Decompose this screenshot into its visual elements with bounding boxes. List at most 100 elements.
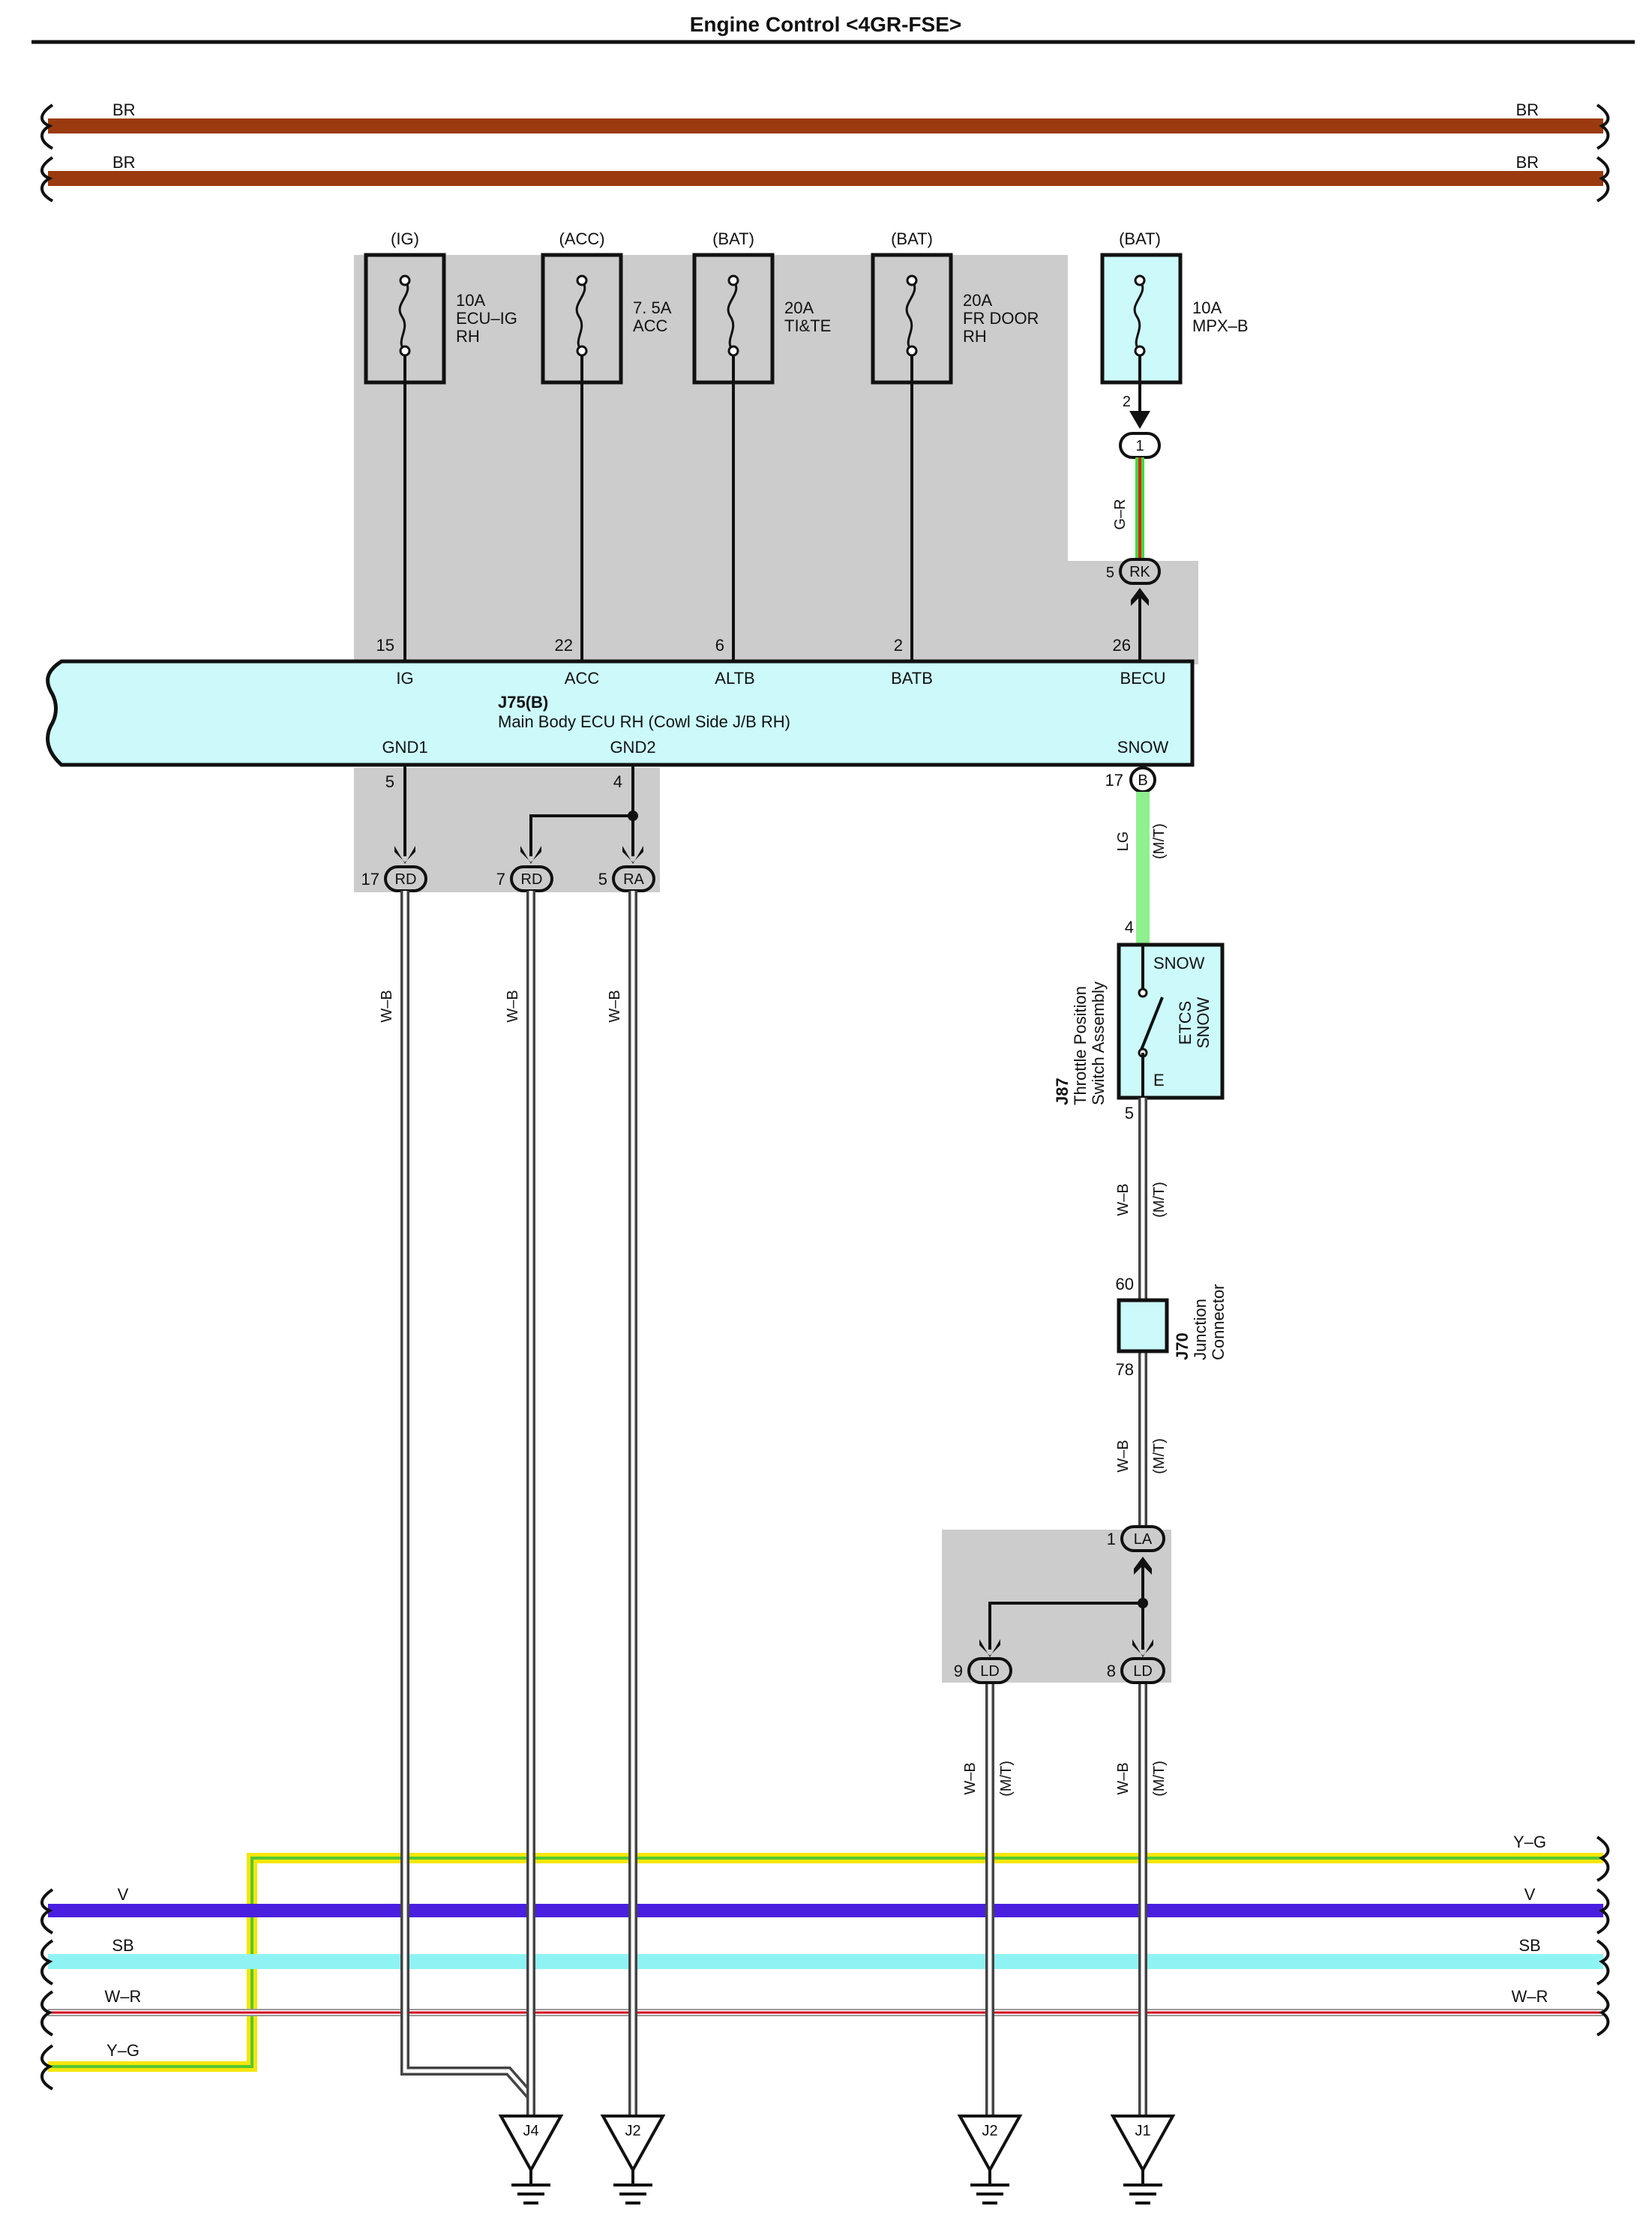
br1-right-label: BR <box>1516 100 1539 119</box>
br2-right-label: BR <box>1516 153 1539 172</box>
ground-j2-right: J2 <box>957 2115 1023 2205</box>
wire-label-lg: LG <box>1115 832 1132 852</box>
wire-label-mt: (M/T) <box>998 1761 1015 1797</box>
sb-left-label: SB <box>112 1936 133 1955</box>
fuse-ti-te: (BAT) 20A TI&TE <box>692 229 831 385</box>
connector-name: LA <box>1134 1531 1153 1548</box>
connector-la <box>1120 1525 1165 1552</box>
bottom-buses: V SB W–R Y–G Y–G V SB W–R <box>40 1833 1610 2091</box>
wire-label-wb: W–B <box>505 990 521 1022</box>
switch-pin-top: 4 <box>1125 918 1134 937</box>
page-title: Engine Control <4GR-FSE> <box>690 13 961 36</box>
wb-wires-left <box>400 891 637 2116</box>
wire-label-wb: W–B <box>379 990 395 1022</box>
ground-label: J2 <box>982 2123 997 2139</box>
sb-right-label: SB <box>1519 1936 1540 1955</box>
br-wires: BR BR BR BR <box>40 100 1610 202</box>
connector-pin: 7 <box>496 870 505 889</box>
junction-pin-top: 60 <box>1116 1275 1134 1293</box>
wire-label-mt: (M/T) <box>1151 1182 1168 1218</box>
shaded-junction-block <box>354 255 1198 1683</box>
ecu-pin-num: 4 <box>613 772 622 791</box>
mpx-b-circuit: 2 1 G–R RK 5 <box>1106 355 1161 661</box>
ecu-pin-label: ACC <box>565 669 600 688</box>
connector-pin: 5 <box>1106 565 1114 581</box>
fuse-source: (BAT) <box>712 229 754 248</box>
switch-name-2: Switch Assembly <box>1089 982 1108 1105</box>
connector-pin: 9 <box>954 1662 963 1680</box>
wire-label-gr: G–R <box>1112 499 1129 529</box>
connector-pin: 5 <box>598 870 607 889</box>
wire-label-mt: (M/T) <box>1151 1438 1168 1474</box>
br2-left-label: BR <box>112 153 136 172</box>
ecu-pin-num: 26 <box>1113 636 1131 655</box>
fuse-name: FR DOOR <box>963 309 1039 328</box>
snow-circuit: B 17 LG (M/T) 4 <box>1105 765 1168 943</box>
ground-label: J1 <box>1135 2123 1150 2139</box>
v-left-label: V <box>118 1885 129 1904</box>
ecu-pin-label: BATB <box>891 669 933 688</box>
connector-rk <box>1119 558 1161 585</box>
switch-inner-2: SNOW <box>1194 997 1213 1049</box>
ecu-pin-label: GND1 <box>382 738 427 757</box>
switch-inner-1: ETCS <box>1176 1001 1195 1045</box>
ecu-pin-num: 5 <box>385 772 394 791</box>
switch-name-1: Throttle Position <box>1071 986 1090 1105</box>
ecu-pin-label: SNOW <box>1117 738 1169 757</box>
connector-name: RK <box>1129 564 1150 580</box>
fuse-mpx-b: (BAT) 10A MPX–B <box>1100 229 1249 385</box>
throttle-position-switch: SNOW E ETCS SNOW J87 Throttle Position S… <box>1053 943 1225 1122</box>
yg-right-label: Y–G <box>1513 1833 1546 1851</box>
ecu-id: J75(B) <box>498 693 548 712</box>
ecu-pin-num: 22 <box>555 636 573 655</box>
fuse-amp: 20A <box>784 298 814 317</box>
connector-pin: 2 <box>1123 394 1131 410</box>
fuse-name: ACC <box>633 316 668 335</box>
wire-label-wb: W–B <box>962 1762 979 1794</box>
ground-j2-left: J2 <box>600 2115 666 2205</box>
fuse-source: (IG) <box>391 229 419 248</box>
wr-right-label: W–R <box>1512 1987 1549 2006</box>
junction-name-1: Junction <box>1191 1299 1210 1360</box>
v-right-label: V <box>1525 1885 1536 1904</box>
ecu-pin-label: IG <box>396 669 413 688</box>
junction-connector: 60 78 J70 Junction Connector <box>1116 1275 1228 1379</box>
switch-id: J87 <box>1053 1078 1072 1105</box>
connector-name: LD <box>980 1663 1000 1680</box>
wr-left-label: W–R <box>105 1987 142 2006</box>
br1-left-label: BR <box>112 100 136 119</box>
la-ld-splice: LA 1 LD 9 LD 8 <box>954 1525 1165 1684</box>
ecu-pin-label: ALTB <box>715 669 754 688</box>
ecu-pin-label: BECU <box>1120 669 1165 688</box>
fuse-name: TI&TE <box>784 316 831 335</box>
fuse-output-wires <box>403 355 913 661</box>
switch-terminal-bottom: E <box>1153 1071 1165 1090</box>
fuse-amp: 10A <box>456 291 485 310</box>
junction-name-2: Connector <box>1209 1284 1228 1360</box>
switch-terminal-top: SNOW <box>1153 954 1205 973</box>
connector-pin: 8 <box>1107 1662 1116 1680</box>
wire-label-mt: (M/T) <box>1151 1761 1168 1797</box>
wire-label-wb: W–B <box>607 990 623 1022</box>
fuse-source: (BAT) <box>891 229 933 248</box>
ecu-pin-label: GND2 <box>610 738 655 757</box>
connector-name: 1 <box>1135 438 1144 454</box>
fuse-source: (ACC) <box>559 229 604 248</box>
connector-ld-9 <box>967 1657 1012 1684</box>
fuse-ecu-ig: (IG) 10A ECU–IG RH <box>364 229 517 385</box>
connector-name: RD <box>395 871 417 888</box>
ecu-pin-num: 15 <box>376 636 394 655</box>
connector-pin: 17 <box>1105 771 1123 790</box>
connector-name: RA <box>623 871 644 888</box>
connector-pin: 17 <box>361 870 379 889</box>
fuse-name-2: RH <box>456 327 480 346</box>
junction-pin-bottom: 78 <box>1116 1360 1134 1379</box>
connector-ld-8 <box>1120 1657 1165 1684</box>
wire-label-wb: W–B <box>1115 1183 1132 1215</box>
ground-j1: J1 <box>1110 2115 1176 2205</box>
wire-label-mt: (M/T) <box>1151 823 1168 859</box>
ecu-name: Main Body ECU RH (Cowl Side J/B RH) <box>498 712 790 731</box>
ecu-pin-num: 2 <box>894 636 903 655</box>
ground-label: J2 <box>625 2123 640 2139</box>
gnd-circuit: 5 4 RD 17 RD 7 RA 5 <box>361 765 655 892</box>
